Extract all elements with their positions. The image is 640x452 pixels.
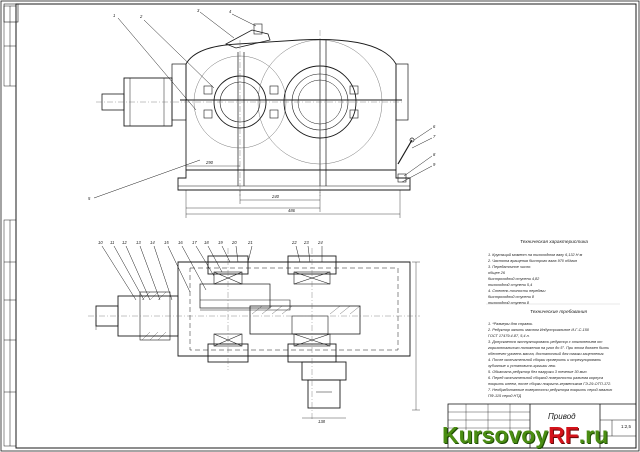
callout-21: 21: [248, 240, 253, 245]
front-view: [101, 23, 415, 191]
tech-req-line: 1. *Размеры для справок.: [488, 322, 534, 326]
tech-req-line: 2. Редуктор залить маслом Индустриальное…: [488, 328, 589, 332]
watermark-part-rf: RF: [548, 421, 579, 448]
callout-17: 17: [192, 240, 197, 245]
watermark-part-ru: .ru: [578, 421, 609, 448]
tech-req-line: горизонтального положения на угол до 5°.…: [488, 346, 610, 350]
callout-3: 3: [197, 8, 200, 13]
tech-req-line: покрыть клеем, после сборки покрыть герм…: [488, 382, 612, 386]
plan-view-hatch: [141, 291, 361, 341]
dimension-486: 486: [288, 208, 295, 213]
title-block: [447, 403, 637, 449]
callout-24: 24: [318, 240, 323, 245]
tech-char-line: 2. Частота вращения быстрого вала 970 об…: [488, 259, 578, 263]
plan-view-center-lines: [88, 248, 420, 420]
tech-char-line: общее 26: [488, 271, 505, 275]
top-stamp: [3, 3, 19, 23]
callout-20: 20: [232, 240, 237, 245]
tech-char-line: быстроходной ступени 4,82: [488, 277, 540, 281]
callout-7: 7: [433, 134, 436, 139]
callout-15: 15: [164, 240, 169, 245]
callout-9: 9: [433, 162, 436, 167]
callout-16: 16: [178, 240, 183, 245]
callout-11: 11: [110, 240, 115, 245]
title-block-name: Привод: [548, 412, 576, 421]
left-margin-strip: [3, 5, 17, 447]
plan-view: [95, 255, 411, 409]
callout-18: 18: [204, 240, 209, 245]
callout-6: 6: [433, 124, 436, 129]
tech-req-line: зубчатые и установить крышки люк.: [488, 364, 557, 368]
front-view-leaders: [93, 11, 433, 199]
tech-requirements-title: Технические требования: [530, 310, 587, 315]
tech-char-line: 1. Крутящий момент на тихоходном валу 6,…: [488, 253, 583, 257]
callout-5: 5: [88, 196, 91, 201]
tech-char-line: тихоходной ступени 8: [488, 301, 530, 305]
callout-12: 12: [122, 240, 127, 245]
callout-10: 10: [98, 240, 103, 245]
tech-req-line: 3. Допускается эксплуатировать редуктор …: [488, 340, 603, 344]
tech-char-line: быстроходной ступени 8: [488, 295, 534, 299]
tech-req-line: 4. После окончательной сборки проверить …: [488, 358, 602, 362]
callout-1: 1: [113, 13, 116, 18]
plan-view-dimensions: [95, 261, 420, 419]
callout-14: 14: [150, 240, 155, 245]
tech-req-line: ГОСТ 17479.4-87, 5,4 л.: [488, 334, 530, 338]
dimension-240: 240: [272, 194, 279, 199]
callout-4: 4: [229, 9, 232, 14]
tech-req-line: 5. Обкатать редуктор без нагрузки 3 тече…: [488, 370, 588, 374]
tech-char-line: 4. Степень точности передачи: [488, 289, 546, 293]
tech-char-line: 3. Передаточное число:: [488, 265, 532, 269]
dimension-290: 290: [206, 160, 213, 165]
watermark-part-kursovoy: Kursovoy: [442, 421, 549, 448]
title-block-scale: 1:2,5: [621, 424, 632, 429]
callout-23: 23: [304, 240, 309, 245]
callout-22: 22: [292, 240, 297, 245]
tech-req-line: 6. Перед окончательной сборкой поверхнос…: [488, 376, 604, 380]
dimension-138: 138: [318, 419, 325, 424]
tech-characteristics-title: Техническая характеристика: [520, 240, 588, 245]
callout-8: 8: [433, 152, 436, 157]
plan-view-leaders: [101, 245, 323, 301]
tech-req-line: обеспечен уровень масла, достаточный для…: [488, 352, 605, 356]
callout-13: 13: [136, 240, 141, 245]
tech-req-line: ПФ-115 серой НТД: [488, 394, 522, 398]
front-view-center-lines: [96, 30, 404, 196]
callout-19: 19: [218, 240, 223, 245]
callout-2: 2: [140, 14, 143, 19]
tech-char-line: тихоходной ступени 5,4: [488, 283, 533, 287]
tech-req-line: 7. Необработанные поверхности редуктора …: [488, 388, 613, 392]
front-view-dimensions: [185, 165, 401, 218]
